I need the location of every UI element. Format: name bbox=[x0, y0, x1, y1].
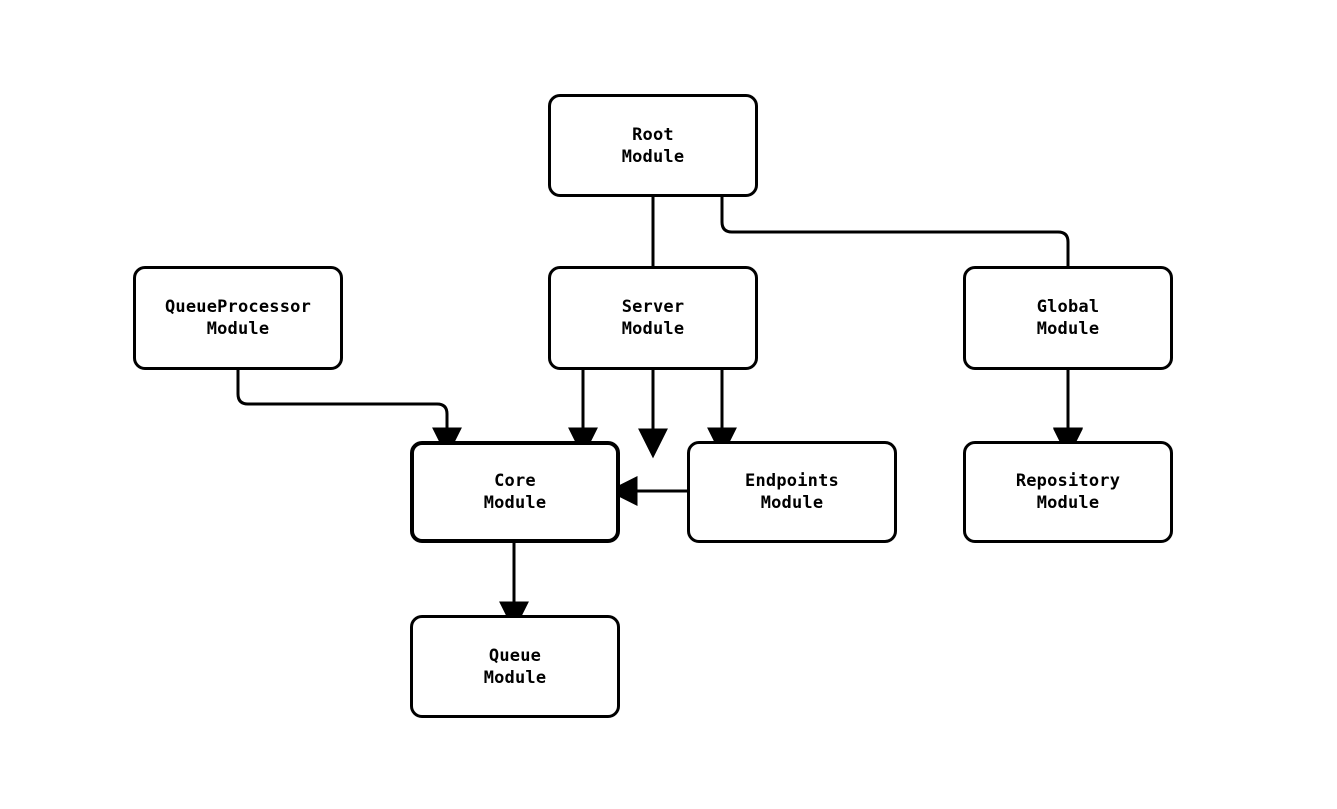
node-root-suffix: Module bbox=[621, 146, 685, 167]
edges-group bbox=[236, 197, 1083, 632]
node-queueprocessor-suffix: Module bbox=[206, 319, 270, 339]
node-queue-name: Queue bbox=[488, 645, 542, 666]
node-server-suffix: Module bbox=[621, 319, 685, 339]
node-repository-suffix: Module bbox=[1036, 493, 1100, 513]
node-root-name: Root bbox=[632, 124, 674, 145]
node-queueprocessor-name: QueueProcessor bbox=[164, 297, 312, 317]
node-endpoints-suffix: Module bbox=[760, 493, 824, 513]
node-global-name: Global bbox=[1036, 297, 1100, 317]
node-core-name: Core bbox=[494, 471, 536, 491]
edge-queueprocessor-to-core bbox=[236, 370, 462, 458]
node-endpoints-name: Endpoints bbox=[745, 471, 839, 491]
node-queue-suffix: Module bbox=[483, 667, 547, 688]
node-global-suffix: Module bbox=[1036, 319, 1100, 339]
node-server-name: Server bbox=[621, 297, 685, 317]
node-repository-name: Repository bbox=[1015, 471, 1121, 491]
node-core-suffix: Module bbox=[483, 493, 547, 513]
